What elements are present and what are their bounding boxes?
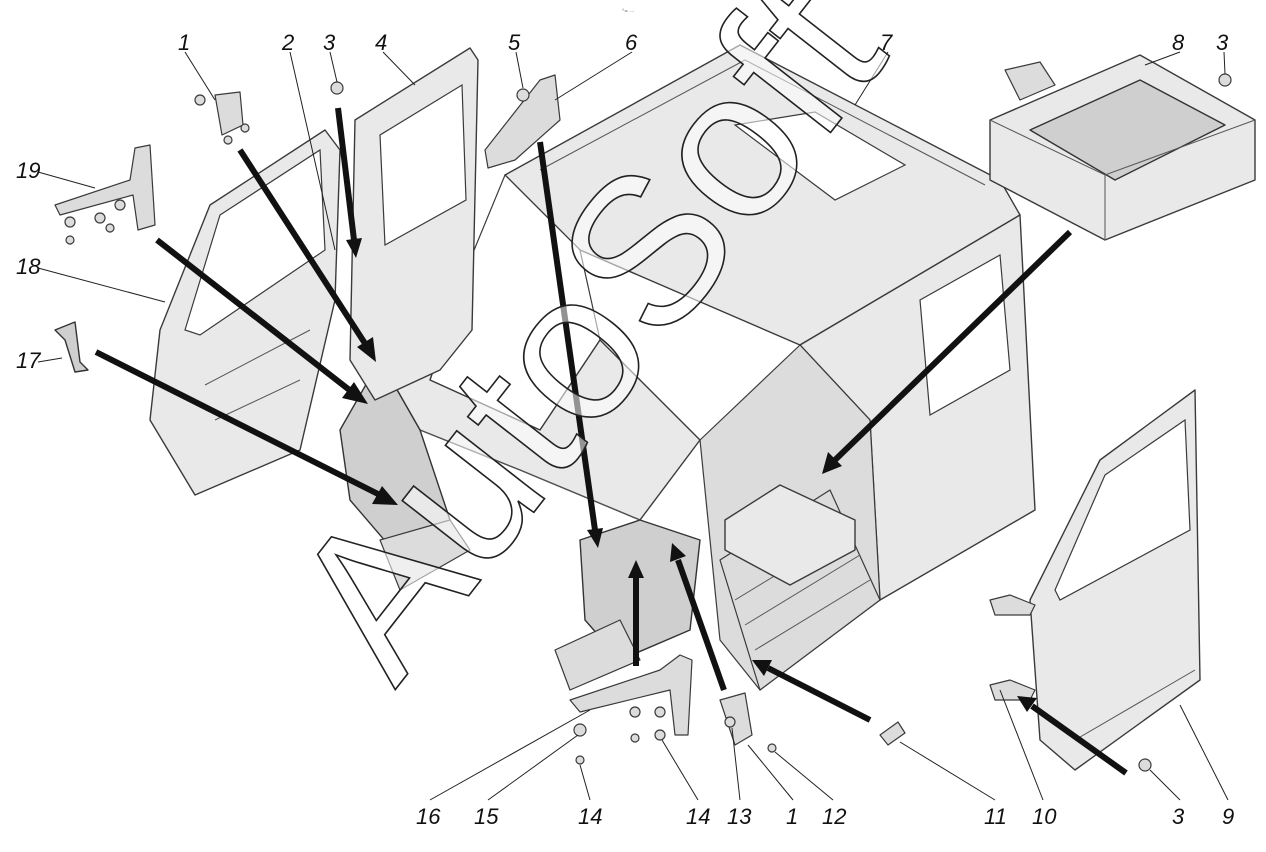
callout-6: 6 (625, 30, 638, 55)
bracket-6 (484, 74, 561, 169)
cab-body (339, 44, 1036, 691)
bracket-19 (54, 144, 156, 245)
left-door (149, 129, 341, 496)
callout-11: 11 (984, 804, 1007, 829)
callout-19: 19 (16, 158, 40, 183)
callout-3-bottom-right: 3 (1172, 804, 1185, 829)
battery-frame (989, 54, 1256, 241)
callout-1-top: 1 (178, 30, 190, 55)
callout-3-top-right: 3 (1216, 30, 1229, 55)
bracket-17 (54, 321, 89, 373)
bracket-1-top (194, 91, 250, 145)
callout-12: 12 (822, 804, 846, 829)
right-door-hinges (989, 594, 1036, 701)
leader-lines (37, 51, 1229, 801)
callout-numbers: 1 2 3 4 5 6 7 8 3 19 18 17 9 3 10 11 12 … (16, 30, 1234, 829)
callout-18: 18 (16, 254, 41, 279)
callout-17: 17 (16, 348, 41, 373)
callout-14-left: 14 (578, 804, 602, 829)
callout-13: 13 (727, 804, 752, 829)
callout-8: 8 (1172, 30, 1185, 55)
callout-1-bottom: 1 (786, 804, 798, 829)
callout-16: 16 (416, 804, 441, 829)
callout-7: 7 (880, 30, 893, 55)
callout-10: 10 (1032, 804, 1057, 829)
callout-15: 15 (474, 804, 499, 829)
bracket-16 (569, 654, 693, 737)
right-door (1029, 389, 1201, 771)
header-mark: °= ∙∙∙ (622, 9, 635, 15)
callout-2: 2 (281, 30, 294, 55)
callout-3-top-left: 3 (323, 30, 336, 55)
callout-14-right: 14 (686, 804, 710, 829)
assembly-arrows (94, 107, 1128, 776)
door-frame-4 (349, 47, 479, 401)
callout-5: 5 (508, 30, 521, 55)
bracket-1-bottom (719, 692, 753, 746)
fasteners (330, 73, 1232, 772)
callout-4: 4 (375, 30, 387, 55)
callout-9: 9 (1222, 804, 1234, 829)
